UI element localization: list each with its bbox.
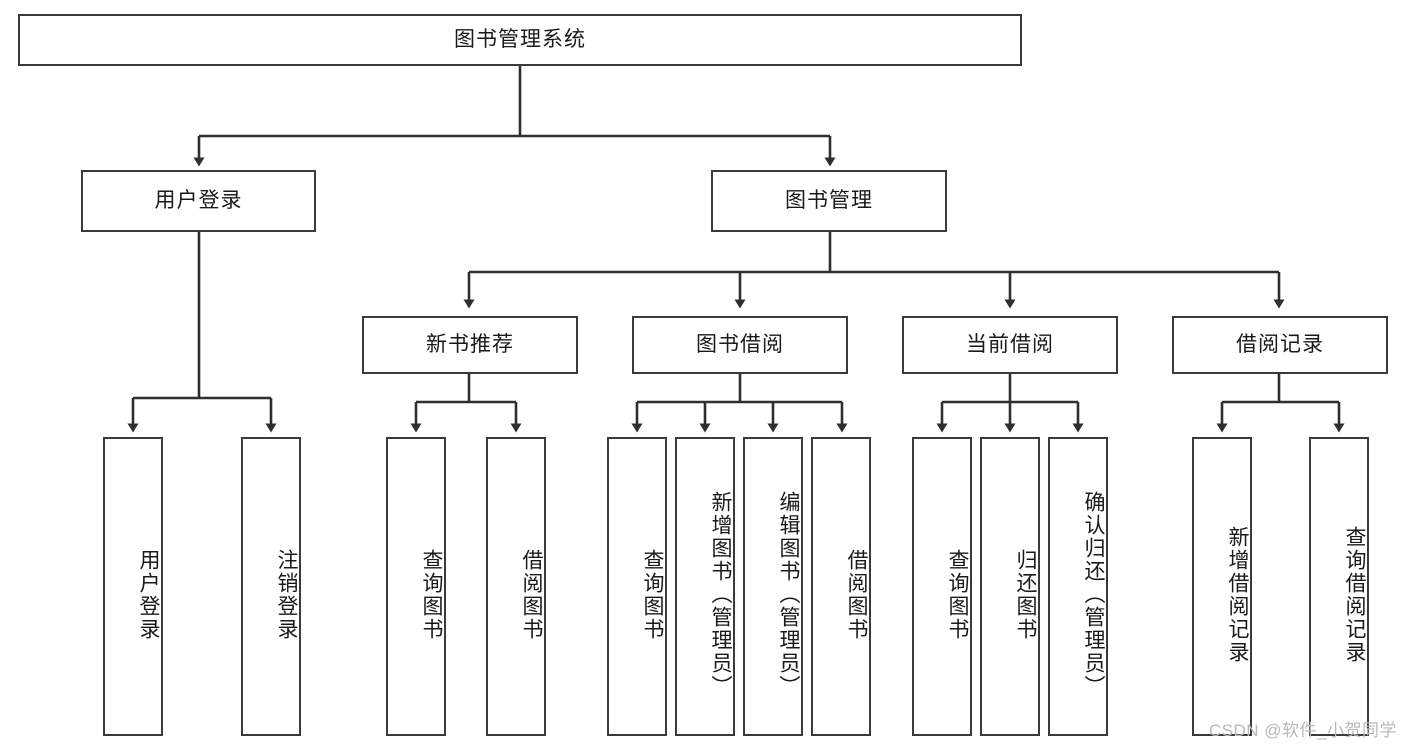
node-leaf-query-book-2[interactable]: 查询图书	[607, 437, 667, 736]
watermark-text: CSDN @软件_小贺同学	[1208, 721, 1397, 740]
node-leaf-add-book-label: 新增图书（管理员）	[709, 491, 732, 698]
node-leaf-query-book-1[interactable]: 查询图书	[386, 437, 446, 736]
node-leaf-borrow-book-2-label: 借阅图书	[845, 548, 868, 641]
node-leaf-borrow-book-1[interactable]: 借阅图书	[486, 437, 546, 736]
node-book-manage-label: 图书管理	[785, 189, 873, 213]
node-leaf-query-book-2-label: 查询图书	[641, 548, 664, 641]
node-leaf-confirm-return-label: 确认归还（管理员）	[1082, 491, 1105, 698]
node-leaf-logout-label: 注销登录	[275, 548, 298, 641]
node-current-borrow-label: 当前借阅	[966, 333, 1054, 357]
node-leaf-query-book-1-label: 查询图书	[420, 548, 443, 641]
node-leaf-borrow-book-1-label: 借阅图书	[520, 548, 543, 641]
node-leaf-add-record-label: 新增借阅记录	[1226, 525, 1249, 664]
node-leaf-query-book-3[interactable]: 查询图书	[912, 437, 972, 736]
node-leaf-return-book-label: 归还图书	[1014, 548, 1037, 641]
node-user-login-label: 用户登录	[154, 189, 243, 213]
node-leaf-edit-book[interactable]: 编辑图书（管理员）	[743, 437, 803, 736]
node-leaf-add-record[interactable]: 新增借阅记录	[1192, 437, 1252, 736]
node-leaf-logout[interactable]: 注销登录	[241, 437, 301, 736]
node-book-manage[interactable]: 图书管理	[711, 170, 947, 232]
node-user-login[interactable]: 用户登录	[81, 170, 316, 232]
node-leaf-edit-book-label: 编辑图书（管理员）	[777, 491, 800, 698]
node-borrow-record-label: 借阅记录	[1236, 333, 1324, 357]
node-leaf-query-record-label: 查询借阅记录	[1343, 525, 1366, 664]
node-new-book-recommend[interactable]: 新书推荐	[362, 316, 578, 374]
node-current-borrow[interactable]: 当前借阅	[902, 316, 1118, 374]
node-book-borrow[interactable]: 图书借阅	[632, 316, 848, 374]
node-leaf-user-login[interactable]: 用户登录	[103, 437, 163, 736]
node-leaf-return-book[interactable]: 归还图书	[980, 437, 1040, 736]
node-new-book-recommend-label: 新书推荐	[426, 333, 514, 357]
node-leaf-borrow-book-2[interactable]: 借阅图书	[811, 437, 871, 736]
node-leaf-query-record[interactable]: 查询借阅记录	[1309, 437, 1369, 736]
node-root-label: 图书管理系统	[454, 28, 586, 52]
node-leaf-user-login-label: 用户登录	[137, 548, 160, 641]
node-book-borrow-label: 图书借阅	[696, 333, 784, 357]
node-leaf-query-book-3-label: 查询图书	[946, 548, 969, 641]
node-leaf-confirm-return[interactable]: 确认归还（管理员）	[1048, 437, 1108, 736]
node-leaf-add-book[interactable]: 新增图书（管理员）	[675, 437, 735, 736]
node-root[interactable]: 图书管理系统	[18, 14, 1022, 66]
node-borrow-record[interactable]: 借阅记录	[1172, 316, 1388, 374]
